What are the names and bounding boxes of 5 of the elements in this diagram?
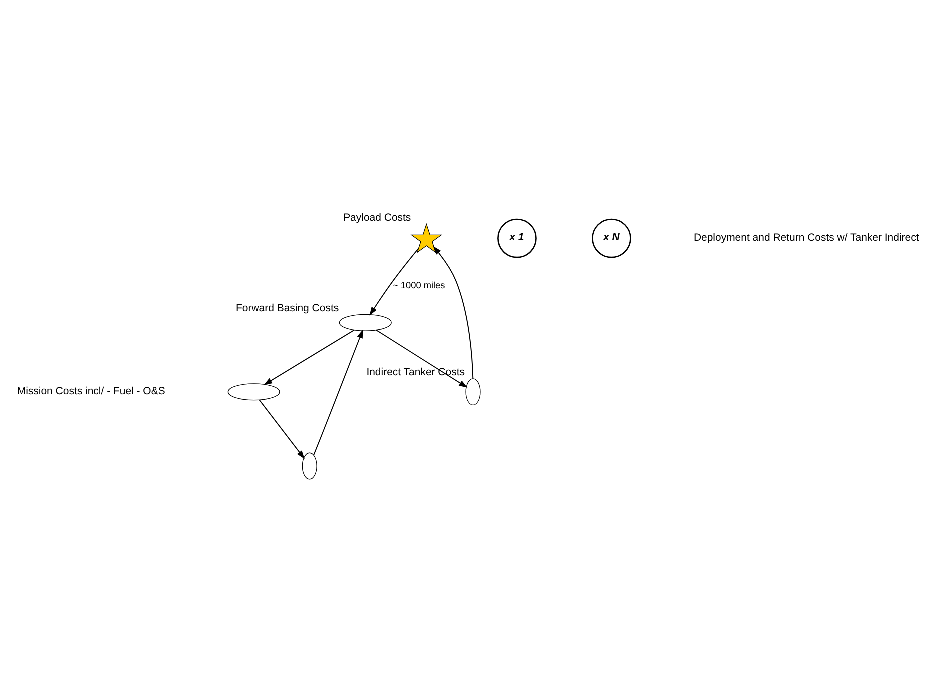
- node-label: Forward Basing Costs: [236, 303, 340, 314]
- label: Deployment and Return Costs w/ Tanker Indirect: [694, 233, 920, 244]
- label: Mission Costs incl/ - Fuel - O&S: [17, 386, 166, 398]
- node-label: Payload Costs: [344, 213, 412, 224]
- edge-label: ~ 1000 miles: [392, 280, 446, 291]
